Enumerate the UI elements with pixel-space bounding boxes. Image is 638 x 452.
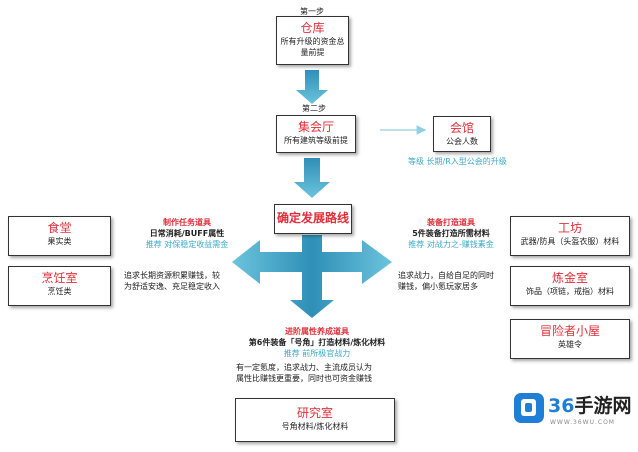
bottom-branch-teal-text: 前所极官战力 [302, 349, 351, 358]
step-label-2: 第二步 [302, 104, 326, 113]
watermark-brand-num: 36 [548, 395, 575, 417]
bottom-branch-desc-line1: 有一定氪度，追求战力、主流成员认为 [236, 363, 372, 372]
workshop-desc: 武器/防具（头盔衣服）材料 [520, 237, 620, 246]
guild-note-text: 长期/R入型公会的升级 [426, 157, 507, 166]
right-branch-teal: 推荐 对战力之-赚钱素金 [396, 239, 506, 250]
four-way-arrow [232, 235, 392, 318]
lab-node: 研究室 号角材料/炼化材料 [235, 398, 395, 442]
hall-title: 集会厅 [297, 120, 334, 134]
workshop-title: 工坊 [557, 221, 582, 235]
left-branch-desc: 追求长期资源积累赚钱，较 为舒适安逸、充足稳定收入 [124, 270, 249, 292]
guild-node: 会馆 公会人数 [433, 116, 491, 152]
watermark-brand: 36手游网 [548, 395, 631, 417]
warehouse-desc-line1: 所有升级的资金总 [280, 37, 345, 46]
lab-desc: 号角材料/炼化材料 [281, 422, 349, 431]
cookhouse-node: 烹饪室 烹饪类 [8, 266, 111, 306]
left-branch-desc-line1: 追求长期资源积累赚钱，较 [124, 271, 220, 280]
lab-title: 研究室 [296, 406, 333, 420]
right-branch-bold: 5件装备打造所需材料 [412, 229, 490, 238]
bottom-branch-desc: 有一定氪度，追求战力、主流成员认为 属性比赚钱更重要，同时也可资金赚钱 [236, 362, 416, 384]
left-branch-text: 制作任务道具 日常消耗/BUFF属性 推荐 对保稳定收益需金 [112, 217, 262, 250]
alchemy-desc: 饰品（项链，戒指）材料 [526, 287, 614, 296]
logo-icon [514, 393, 544, 423]
guild-note-prefix: 等级 [408, 157, 424, 166]
bottom-branch-text: 进阶属性养成道具 第6件装备「号角」打造材料/炼化材料 推荐 前所极官战力 [222, 326, 412, 359]
bottom-branch-desc-line2: 属性比赚钱更重要，同时也可资金赚钱 [236, 374, 372, 383]
hall-node: 集会厅 所有建筑等级前提 [276, 115, 356, 153]
canteen-node: 食堂 果实类 [8, 216, 111, 256]
left-branch-red: 制作任务道具 [163, 218, 211, 227]
right-branch-red: 装备打造道具 [427, 218, 475, 227]
workshop-node: 工坊 武器/防具（头盔衣服）材料 [510, 216, 630, 256]
hall-desc: 所有建筑等级前提 [284, 136, 348, 145]
warehouse-node: 仓库 所有升级的资金总 量前提 [276, 16, 349, 65]
watermark-url: WWW.36WU.COM [550, 419, 615, 426]
adventurer-node: 冒险者小屋 英雄令 [510, 319, 630, 359]
left-branch-teal-prefix: 推荐 [145, 240, 162, 249]
arrow-down-1 [296, 70, 328, 104]
adventurer-title: 冒险者小屋 [539, 324, 600, 338]
bottom-branch-teal: 推荐 前所极官战力 [222, 348, 412, 359]
arrow-down-2 [294, 158, 330, 198]
left-branch-teal-text: 对保稳定收益需金 [164, 240, 229, 249]
alchemy-title: 炼金室 [551, 271, 588, 285]
canteen-title: 食堂 [47, 221, 72, 235]
warehouse-desc-line2: 量前提 [300, 48, 325, 57]
bottom-branch-teal-prefix: 推荐 [283, 349, 300, 358]
right-branch-desc-line2: 赚钱，偏小氪玩家居多 [398, 282, 478, 291]
watermark: 36手游网 WWW.36WU.COM [512, 389, 634, 447]
right-branch-desc-line1: 追求战力，自给自足的同时 [398, 271, 494, 280]
warehouse-title: 仓库 [300, 21, 325, 35]
center-node: 确定发展路线 [274, 204, 352, 234]
left-branch-desc-line2: 为舒适安逸、充足稳定收入 [124, 282, 220, 291]
guild-note: 等级 长期/R入型公会的升级 [408, 156, 507, 167]
alchemy-node: 炼金室 饰品（项链，戒指）材料 [510, 266, 630, 306]
bottom-branch-bold: 第6件装备「号角」打造材料/炼化材料 [248, 338, 386, 347]
left-branch-bold: 日常消耗/BUFF属性 [149, 229, 225, 238]
right-branch-teal-prefix: 推荐 [408, 240, 425, 249]
cookhouse-desc: 烹饪类 [47, 287, 72, 296]
watermark-brand-text: 手游网 [574, 395, 632, 417]
guild-title: 会馆 [449, 121, 474, 135]
cookhouse-title: 烹饪室 [41, 271, 78, 285]
step-label-1: 第一步 [300, 7, 324, 16]
adventurer-desc: 英雄令 [558, 340, 582, 349]
bottom-branch-red: 进阶属性养成道具 [285, 327, 349, 336]
right-branch-text: 装备打造道具 5件装备打造所需材料 推荐 对战力之-赚钱素金 [396, 217, 506, 250]
guild-desc: 公会人数 [446, 137, 478, 146]
right-branch-desc: 追求战力，自给自足的同时 赚钱，偏小氪玩家居多 [398, 270, 508, 292]
left-branch-teal: 推荐 对保稳定收益需金 [112, 239, 262, 250]
canteen-desc: 果实类 [47, 237, 72, 246]
right-branch-teal-text: 对战力之-赚钱素金 [426, 240, 494, 249]
